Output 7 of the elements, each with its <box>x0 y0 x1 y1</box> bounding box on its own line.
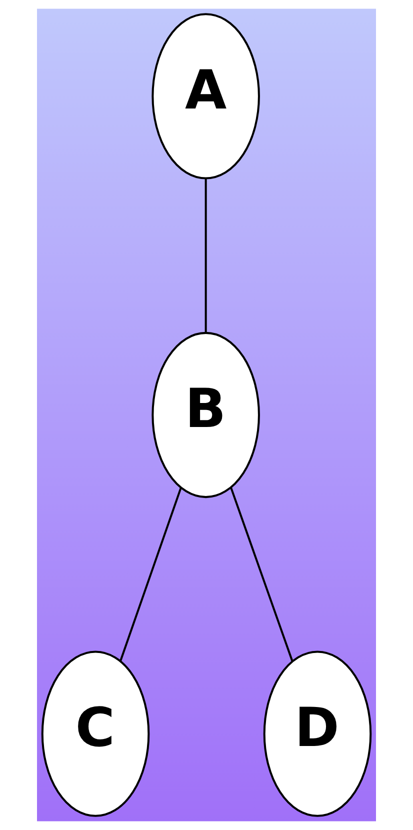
node-ellipse: C <box>41 650 150 817</box>
node-ellipse: A <box>152 13 260 180</box>
node-ellipse: B <box>152 332 260 498</box>
connector <box>204 178 207 333</box>
node-ellipse: D <box>263 650 372 817</box>
connector <box>120 487 182 662</box>
connector <box>230 487 294 662</box>
